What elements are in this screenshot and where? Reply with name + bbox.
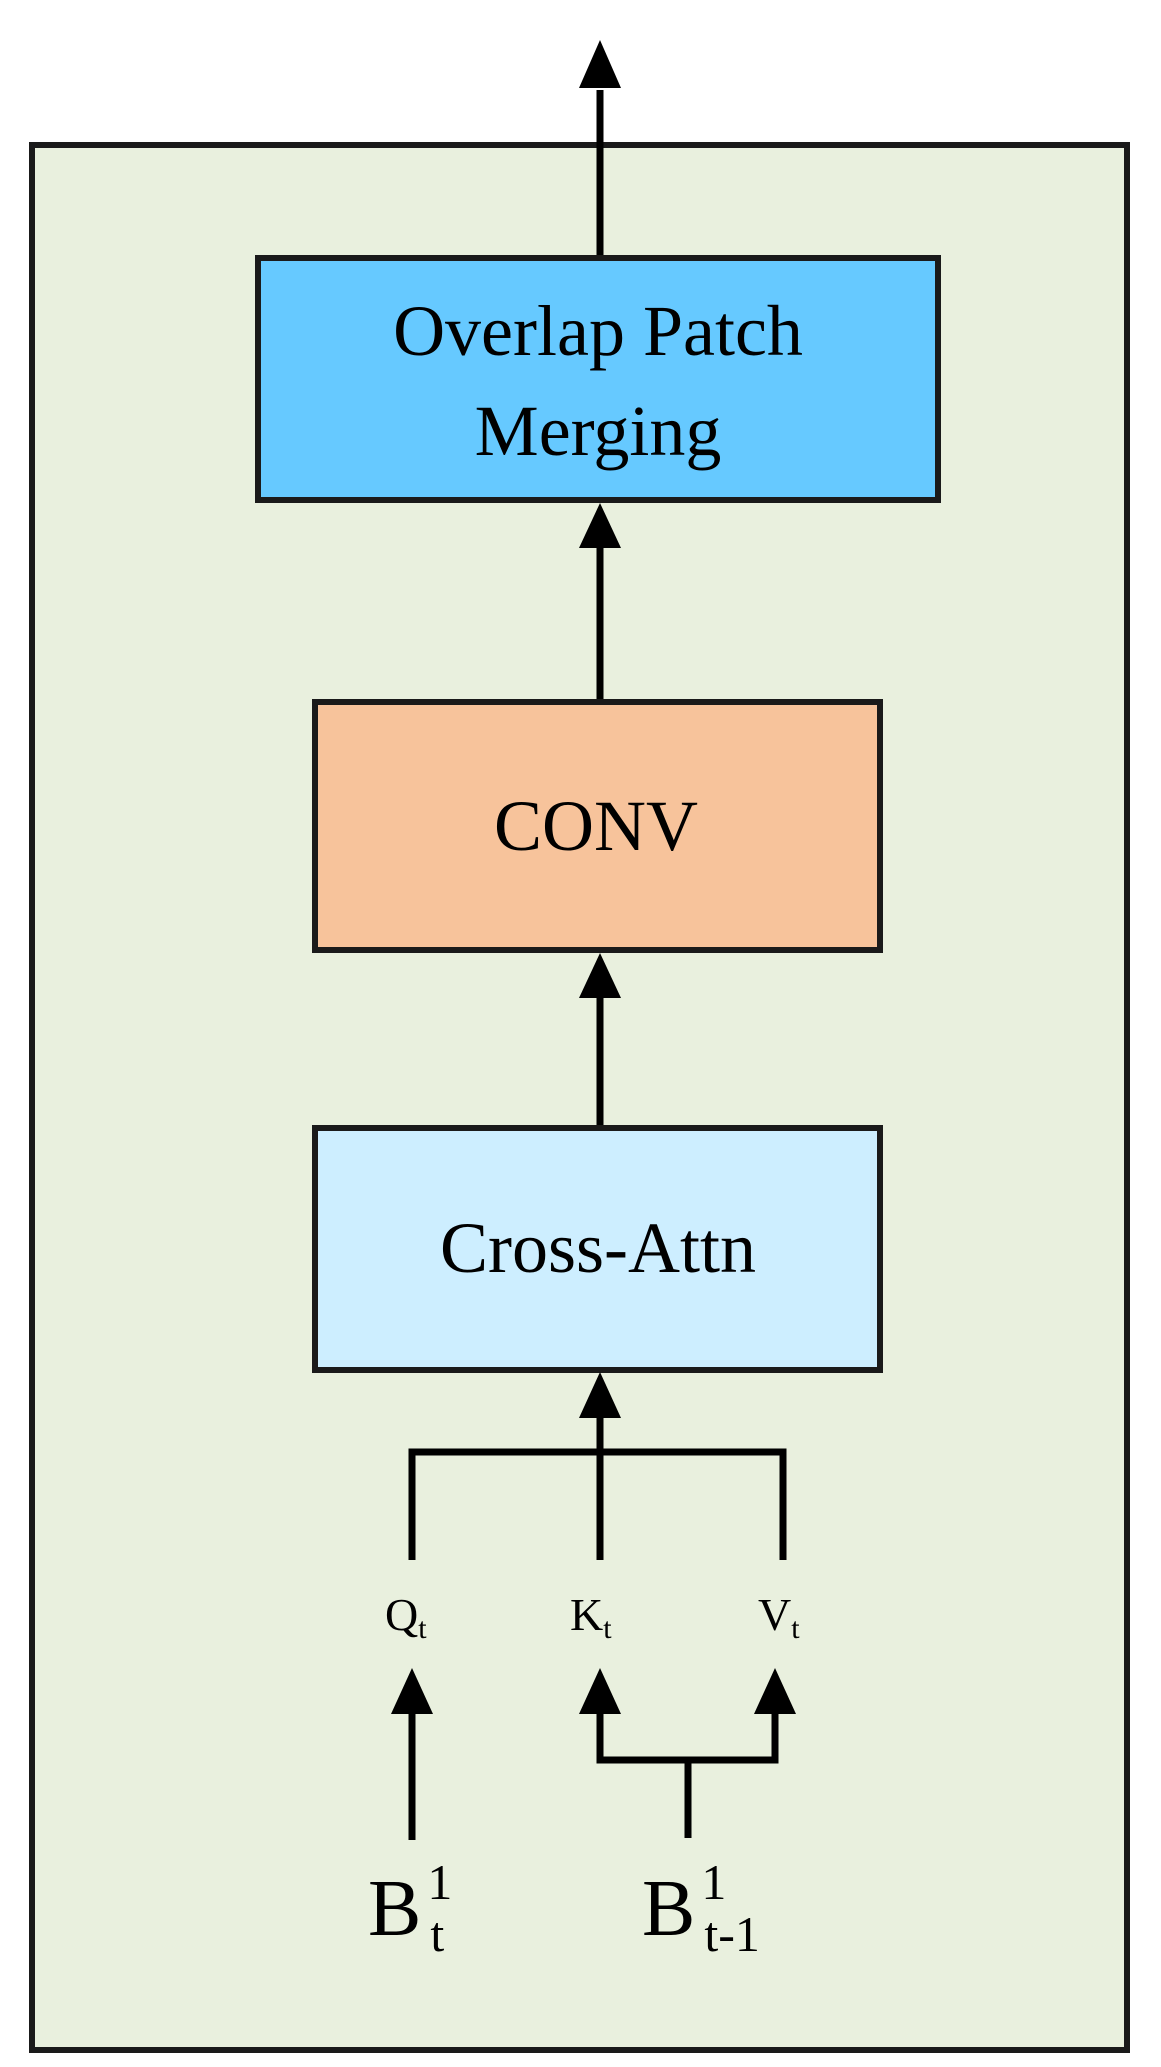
k-base: K (570, 1589, 603, 1640)
qkv-to-crossattn-arrowhead (579, 1372, 621, 1418)
btm1-superscript: 1 (701, 1854, 726, 1910)
overlap-patch-merging-block (255, 255, 941, 503)
conv-to-overlap-arrowhead (579, 503, 621, 548)
q-label: Qt (385, 1589, 427, 1645)
v-label: Vt (758, 1589, 800, 1645)
bt-to-q-arrowhead (391, 1668, 433, 1714)
btm1-subscript: t-1 (704, 1906, 760, 1962)
crossattn-to-conv-arrowhead (579, 953, 621, 998)
conv-block-label: CONV (494, 786, 698, 866)
btm1-base: B (642, 1865, 695, 1953)
k-label: Kt (570, 1589, 612, 1645)
bt-subscript: t (430, 1906, 444, 1962)
k-subscript: t (603, 1612, 612, 1645)
bt-superscript: 1 (427, 1854, 452, 1910)
v-base: V (758, 1589, 791, 1640)
btm1-to-v-arrowhead (754, 1668, 796, 1714)
cross-attn-block-label: Cross-Attn (440, 1208, 756, 1288)
q-base: Q (385, 1589, 418, 1640)
btm1-to-k-arrowhead (579, 1668, 621, 1714)
output-arrowhead (579, 40, 621, 88)
conv-block (312, 699, 883, 953)
cross-attn-block (312, 1125, 883, 1373)
overlap-block-label-line1: Overlap Patch (393, 291, 803, 371)
v-subscript: t (791, 1612, 800, 1645)
q-subscript: t (418, 1612, 427, 1645)
bt-base: B (368, 1865, 421, 1953)
overlap-block-label-line2: Merging (475, 391, 722, 471)
kv-fork-line (596, 1712, 779, 1764)
